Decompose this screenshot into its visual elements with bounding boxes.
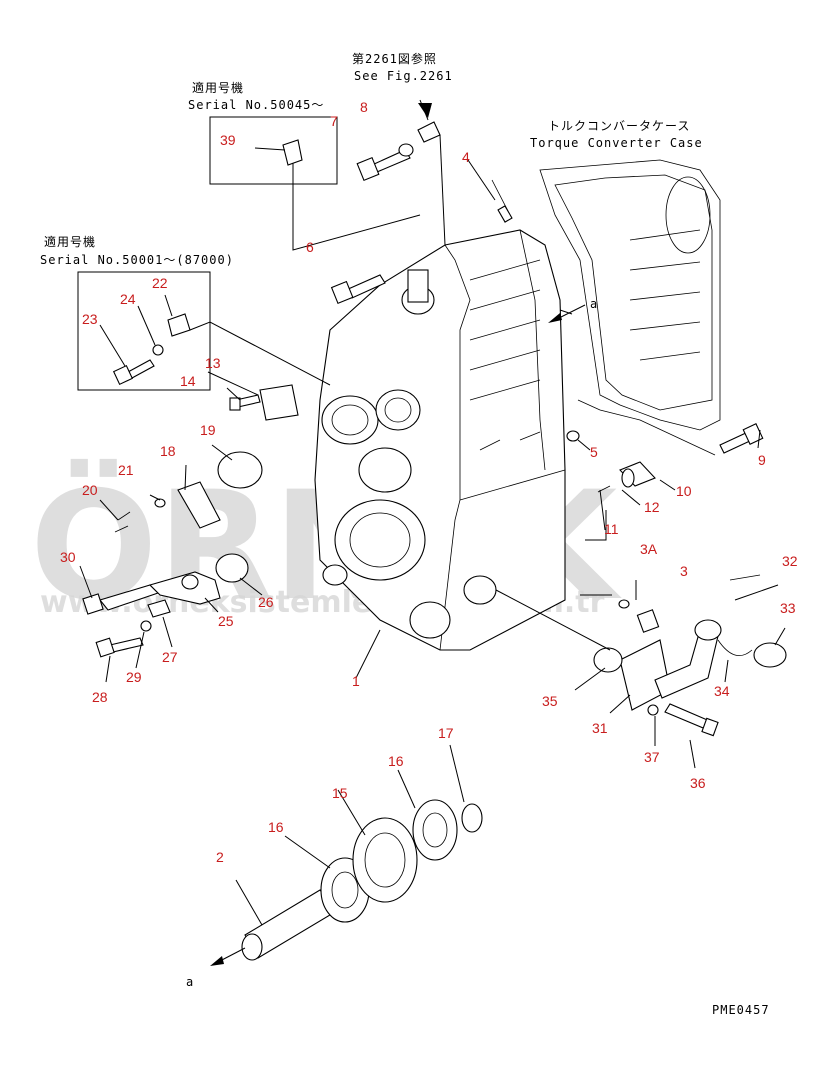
part-label-37: 37 <box>644 749 660 765</box>
part-label-6: 6 <box>306 239 314 255</box>
part-label-28: 28 <box>92 689 108 705</box>
part-label-26: 26 <box>258 594 274 610</box>
tc-en: Torque Converter Case <box>530 136 703 150</box>
part-label-30: 30 <box>60 549 76 565</box>
letter-a-bottom: a <box>186 975 194 989</box>
part-13-cover <box>229 384 299 421</box>
serial1-en: Serial No.50045～ <box>188 98 324 112</box>
part-label-4: 4 <box>462 149 470 165</box>
part-label-33: 33 <box>780 600 796 616</box>
part-label-39: 39 <box>220 132 236 148</box>
part-label-31: 31 <box>592 720 608 736</box>
top-bolts <box>330 99 446 305</box>
left-parts-cluster <box>82 451 263 658</box>
part-label-32: 32 <box>782 553 798 569</box>
part-label-34: 34 <box>714 683 730 699</box>
serial-box-50045 <box>209 116 421 251</box>
filler-tube-assembly <box>593 574 787 737</box>
part-label-17: 17 <box>438 725 454 741</box>
torque-converter-case <box>539 159 721 456</box>
part-label-2: 2 <box>216 849 224 865</box>
part-label-16b: 16 <box>388 753 404 769</box>
part-label-5: 5 <box>590 444 598 460</box>
part-label-13: 13 <box>205 355 221 371</box>
part-label-20: 20 <box>82 482 98 498</box>
serial2-en: Serial No.50001～(87000) <box>40 253 234 267</box>
part-label-18: 18 <box>160 443 176 459</box>
transmission-case <box>314 229 566 651</box>
part-label-23: 23 <box>82 311 98 327</box>
part-label-12: 12 <box>644 499 660 515</box>
part-label-27: 27 <box>162 649 178 665</box>
serial-box-50001 <box>77 271 331 391</box>
part-label-8: 8 <box>360 99 368 115</box>
arrow-a-bottom <box>210 956 224 966</box>
part-5-o-ring <box>566 430 580 442</box>
part-label-14: 14 <box>180 373 196 389</box>
leader-lines <box>79 159 786 926</box>
part-label-22: 22 <box>152 275 168 291</box>
part-label-25: 25 <box>218 613 234 629</box>
serial2-jp: 適用号機 <box>44 234 96 249</box>
part-label-19: 19 <box>200 422 216 438</box>
arrow-ref-fig <box>418 103 432 118</box>
gear-train <box>241 799 483 961</box>
part-label-9: 9 <box>758 452 766 468</box>
serial1-jp: 適用号機 <box>192 80 244 95</box>
part-label-1: 1 <box>352 673 360 689</box>
part-labels: 1 2 3 3A 4 5 6 7 8 9 10 11 12 13 14 15 1… <box>60 99 798 865</box>
ref-fig-en: See Fig.2261 <box>354 69 453 83</box>
tc-jp: トルクコンバータケース <box>548 119 690 133</box>
part-9-bolt <box>719 423 764 454</box>
part-3-plug <box>618 599 660 633</box>
part-label-35: 35 <box>542 693 558 709</box>
letter-a-top: a <box>590 297 598 311</box>
part-label-3a: 3A <box>640 541 658 557</box>
part-label-11: 11 <box>604 521 619 537</box>
ref-fig-jp: 第2261図参照 <box>352 51 437 66</box>
part-label-21: 21 <box>118 462 134 478</box>
part-label-24: 24 <box>120 291 136 307</box>
part-label-36: 36 <box>690 775 706 791</box>
arrow-a-top <box>548 313 562 323</box>
figure-code: PME0457 <box>712 1003 770 1017</box>
part-label-15: 15 <box>332 785 348 801</box>
part-label-16a: 16 <box>268 819 284 835</box>
part-label-3: 3 <box>680 563 688 579</box>
direction-arrows <box>210 103 586 966</box>
part-label-7: 7 <box>330 113 338 129</box>
part-4-dowel-pin <box>491 179 513 223</box>
part-label-29: 29 <box>126 669 142 685</box>
part-label-10: 10 <box>676 483 692 499</box>
part-10-breather <box>619 461 656 488</box>
